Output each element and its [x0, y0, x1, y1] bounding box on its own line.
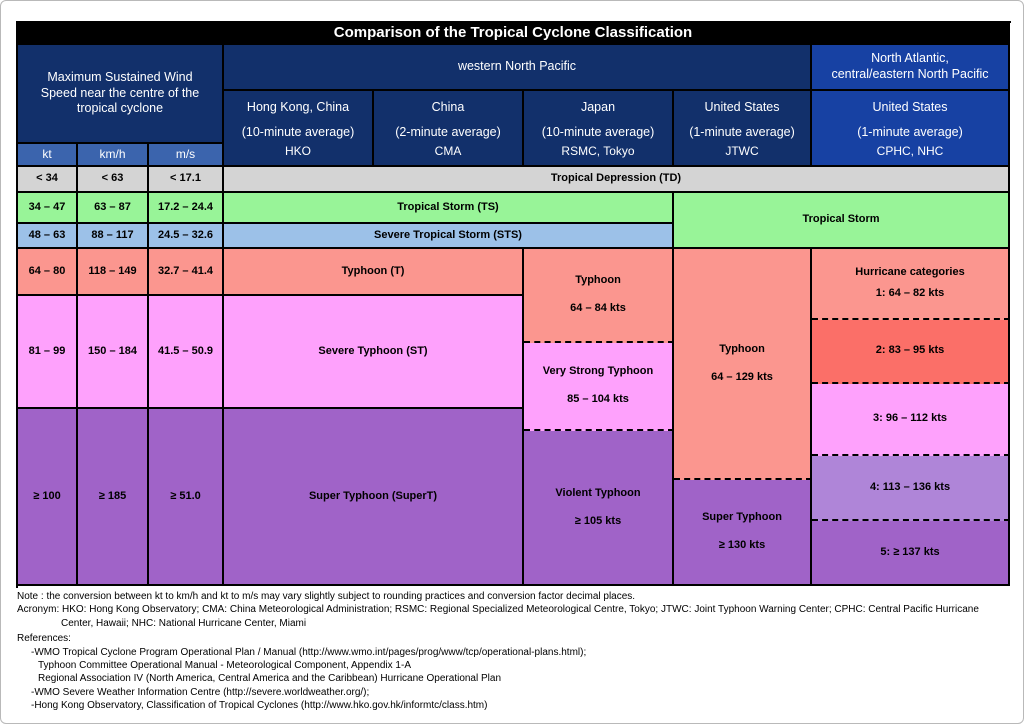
agency-jtwc-acronym: JTWC — [725, 144, 759, 158]
cell-tropical-storm-wnp: Tropical Storm (TS) — [224, 193, 674, 224]
agency-nhc-acronym: CPHC, NHC — [876, 144, 944, 158]
note-ref-wmo-severe-weather: -WMO Severe Weather Information Centre (… — [31, 686, 370, 698]
unit-kt: kt — [18, 144, 78, 167]
note-ref-wmo-plan: -WMO Tropical Cyclone Program Operationa… — [31, 646, 587, 658]
header-western-north-pacific: western North Pacific — [224, 45, 812, 91]
agency-rsmc: Japan (10-minute average) RSMC, Tokyo — [524, 91, 674, 167]
speed-kmh-super-typhoon: ≥ 185 — [78, 409, 149, 586]
cell-hurricane-cat1: Hurricane categories 1: 64 – 82 kts — [812, 249, 1010, 320]
note-conversion: Note : the conversion between kt to km/h… — [17, 591, 636, 602]
speed-kmh-severe-typhoon: 150 – 184 — [78, 296, 149, 409]
note-references-heading: References: — [17, 633, 71, 645]
speed-kt-severe-typhoon: 81 – 99 — [18, 296, 78, 409]
hurricane-categories-title: Hurricane categories — [855, 266, 965, 279]
japan-violent-name: Violent Typhoon — [555, 486, 641, 499]
jtwc-super-typhoon-name: Super Typhoon — [702, 511, 782, 524]
agency-nhc-average: (1-minute average) — [857, 124, 963, 139]
speed-ms-ts: 17.2 – 24.4 — [149, 193, 224, 224]
agency-jtwc: United States (1-minute average) JTWC — [674, 91, 812, 167]
jtwc-typhoon-range: 64 – 129 kts — [711, 370, 773, 383]
speed-ms-td: < 17.1 — [149, 167, 224, 193]
japan-very-strong-range: 85 – 104 kts — [567, 393, 629, 405]
header-wind-speed-label: Maximum Sustained Wind Speed near the ce… — [18, 45, 224, 144]
note-ref-regional-association: Regional Association IV (North America, … — [38, 673, 502, 685]
cell-super-typhoon-hko-cma: Super Typhoon (SuperT) — [224, 409, 524, 586]
cell-hurricane-cat4: 4: 113 – 136 kts — [812, 456, 1010, 521]
note-ref-typhoon-committee: Typhoon Committee Operational Manual - M… — [38, 660, 411, 672]
note-ref-hko-classification: -Hong Kong Observatory, Classification o… — [31, 700, 488, 712]
agency-cma-acronym: CMA — [434, 144, 462, 158]
cell-severe-typhoon-hko-cma: Severe Typhoon (ST) — [224, 296, 524, 409]
agency-hko-average: (10-minute average) — [241, 124, 355, 139]
cell-jtwc-typhoon: Typhoon 64 – 129 kts — [674, 249, 812, 480]
classification-table: Comparison of the Tropical Cyclone Class… — [16, 21, 1011, 588]
agency-cma-name: China — [431, 100, 465, 114]
speed-ms-super-typhoon: ≥ 51.0 — [149, 409, 224, 586]
speed-kt-td: < 34 — [18, 167, 78, 193]
agency-nhc-name: United States — [872, 100, 948, 114]
footnotes: Note : the conversion between kt to km/h… — [17, 590, 1009, 713]
cell-tropical-storm-us: Tropical Storm — [674, 193, 1010, 249]
speed-ms-sts: 24.5 – 32.6 — [149, 224, 224, 249]
japan-typhoon-range: 64 – 84 kts — [570, 302, 626, 314]
agency-jtwc-average: (1-minute average) — [689, 124, 795, 139]
agency-jtwc-name: United States — [704, 100, 780, 114]
speed-kt-typhoon: 64 – 80 — [18, 249, 78, 296]
unit-ms: m/s — [149, 144, 224, 167]
cell-severe-tropical-storm: Severe Tropical Storm (STS) — [224, 224, 674, 249]
agency-rsmc-acronym: RSMC, Tokyo — [561, 144, 635, 158]
cell-japan-violent-typhoon: Violent Typhoon ≥ 105 kts — [524, 431, 674, 586]
speed-kt-sts: 48 – 63 — [18, 224, 78, 249]
cell-japan-typhoon: Typhoon 64 – 84 kts — [524, 249, 674, 343]
jtwc-typhoon-name: Typhoon — [719, 342, 765, 355]
agency-cma: China (2-minute average) CMA — [374, 91, 524, 167]
jtwc-super-typhoon-range: ≥ 130 kts — [718, 539, 766, 551]
header-north-atlantic: North Atlantic, central/eastern North Pa… — [812, 45, 1010, 91]
speed-kmh-typhoon: 118 – 149 — [78, 249, 149, 296]
speed-kt-ts: 34 – 47 — [18, 193, 78, 224]
table-title: Comparison of the Tropical Cyclone Class… — [18, 23, 1010, 45]
speed-ms-typhoon: 32.7 – 41.4 — [149, 249, 224, 296]
japan-violent-range: ≥ 105 kts — [574, 514, 622, 527]
unit-kmh: km/h — [78, 144, 149, 167]
note-acronym-2: Center, Hawaii; NHC: National Hurricane … — [61, 617, 307, 629]
japan-very-strong-name: Very Strong Typhoon — [542, 365, 654, 378]
cell-hurricane-cat5: 5: ≥ 137 kts — [812, 521, 1010, 586]
cell-tropical-depression: Tropical Depression (TD) — [224, 167, 1010, 193]
speed-kmh-ts: 63 – 87 — [78, 193, 149, 224]
agency-hko-acronym: HKO — [284, 144, 311, 158]
hurricane-cat1-range: 1: 64 – 82 kts — [875, 287, 945, 299]
cell-hurricane-cat3: 3: 96 – 112 kts — [812, 384, 1010, 456]
speed-ms-severe-typhoon: 41.5 – 50.9 — [149, 296, 224, 409]
japan-typhoon-name: Typhoon — [575, 274, 621, 287]
cell-typhoon-hko-cma: Typhoon (T) — [224, 249, 524, 296]
cell-japan-very-strong-typhoon: Very Strong Typhoon 85 – 104 kts — [524, 343, 674, 431]
note-acronym-1: Acronym: HKO: Hong Kong Observatory; CMA… — [17, 604, 979, 616]
speed-kt-super-typhoon: ≥ 100 — [18, 409, 78, 586]
agency-rsmc-name: Japan — [580, 100, 616, 114]
agency-hko: Hong Kong, China (10-minute average) HKO — [224, 91, 374, 167]
cell-jtwc-super-typhoon: Super Typhoon ≥ 130 kts — [674, 480, 812, 586]
speed-kmh-sts: 88 – 117 — [78, 224, 149, 249]
agency-rsmc-average: (10-minute average) — [541, 124, 655, 139]
agency-nhc: United States (1-minute average) CPHC, N… — [812, 91, 1010, 167]
agency-cma-average: (2-minute average) — [395, 124, 501, 139]
agency-hko-name: Hong Kong, China — [246, 100, 350, 114]
speed-kmh-td: < 63 — [78, 167, 149, 193]
cell-hurricane-cat2: 2: 83 – 95 kts — [812, 320, 1010, 384]
